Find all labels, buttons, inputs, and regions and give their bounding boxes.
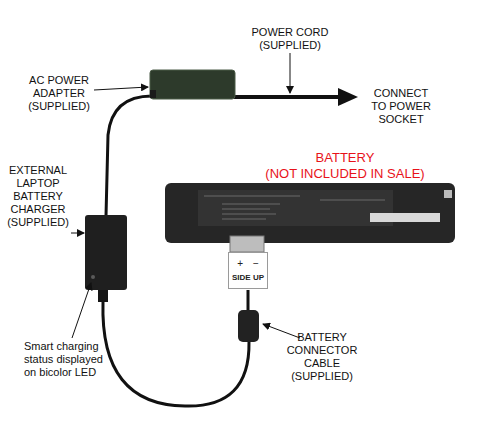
callout-label: CONNECT TO POWER SOCKET bbox=[368, 87, 434, 126]
leader-arrow bbox=[72, 283, 91, 338]
charger-strain-relief bbox=[98, 290, 108, 302]
connector-cable bbox=[103, 302, 249, 406]
battery-body bbox=[165, 183, 455, 243]
callout-label: EXTERNAL LAPTOP BATTERY CHARGER (SUPPLIE… bbox=[4, 164, 72, 229]
leader-arrow bbox=[71, 233, 84, 234]
callout-label: POWER CORD (SUPPLIED) bbox=[240, 26, 340, 52]
warning-note: (NOT INCLUDED IN SALE) bbox=[260, 166, 430, 181]
adapter-strain-relief bbox=[150, 90, 156, 98]
power-cord-arrow bbox=[338, 88, 358, 106]
ferrite-core bbox=[238, 310, 259, 342]
polarity-mark: − bbox=[253, 258, 259, 270]
warning-title: BATTERY bbox=[260, 150, 430, 165]
polarity-mark: + bbox=[237, 258, 243, 270]
leader-arrow bbox=[263, 324, 300, 338]
battery-contacts bbox=[230, 236, 264, 252]
leader-arrow bbox=[94, 87, 148, 90]
leader-arrow bbox=[290, 53, 291, 93]
bicolor-led bbox=[91, 275, 95, 279]
connector-cable bbox=[247, 290, 250, 312]
dc-cable bbox=[106, 96, 152, 216]
ac-adapter bbox=[150, 70, 235, 99]
callout-label: BATTERY CONNECTOR CABLE (SUPPLIED) bbox=[284, 331, 360, 383]
battery-label bbox=[198, 190, 393, 226]
battery-connector-plug: +− SIDE UP bbox=[228, 252, 268, 289]
charger-body bbox=[85, 215, 127, 290]
battery-label-print bbox=[204, 196, 385, 219]
callout-label: AC POWER ADAPTER (SUPPLIED) bbox=[26, 74, 92, 113]
callout-label: Smart charging status displayed on bicol… bbox=[24, 340, 116, 379]
connector-text: SIDE UP bbox=[229, 273, 267, 283]
power-cord bbox=[234, 95, 342, 99]
battery-sticker bbox=[444, 190, 452, 198]
battery-barcode bbox=[370, 213, 440, 222]
